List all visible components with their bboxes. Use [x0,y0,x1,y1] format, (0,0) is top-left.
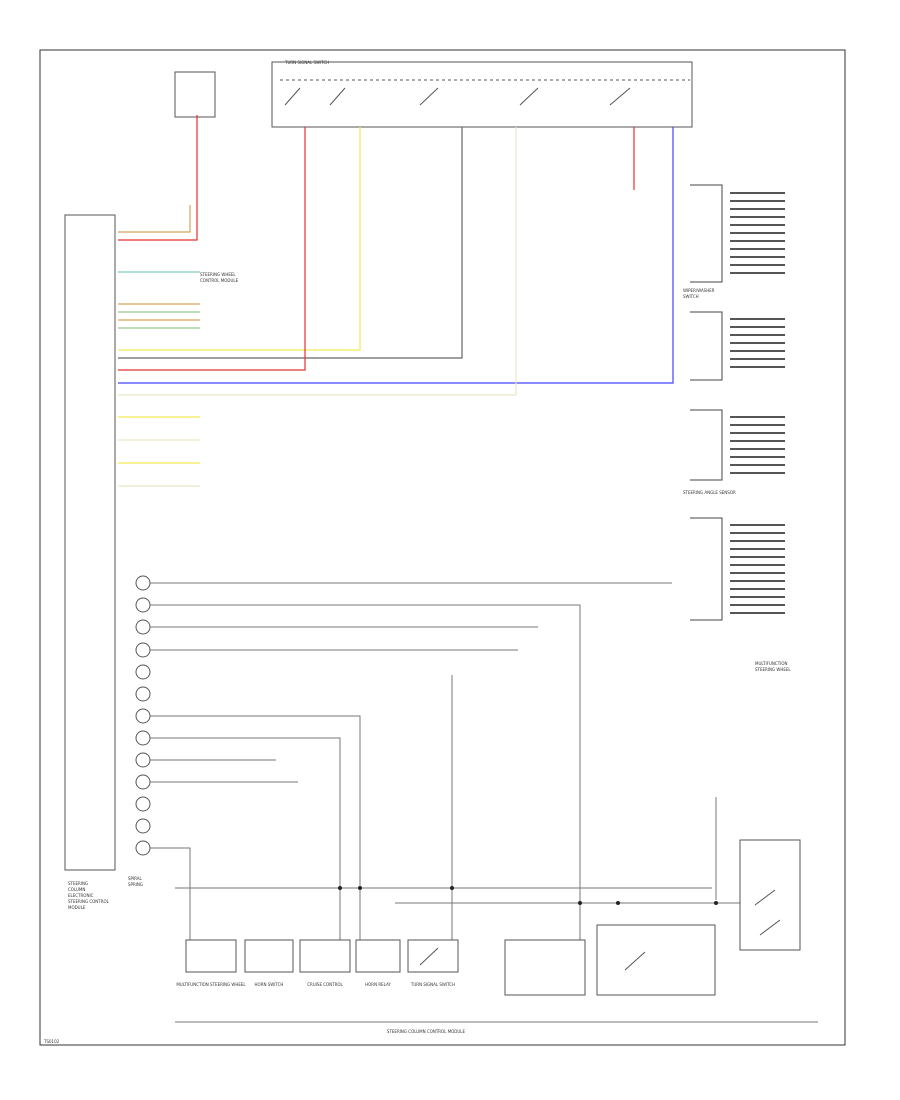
svg-text:CRUISE CONTROL: CRUISE CONTROL [307,982,343,987]
svg-text:STEERING: STEERING [68,881,88,886]
module-wires [118,115,674,487]
svg-text:SPRING: SPRING [128,882,143,887]
right-connector-blocks [690,184,723,621]
bottom-components [185,839,801,996]
right-captions: WIPER/WASHER SWITCH STEERING ANGLE SENSO… [683,288,791,672]
spiral-spring-pins [135,575,151,856]
spiral-spring-wires [150,582,717,940]
steering-column-module [64,214,116,871]
module-caption: STEERING COLUMN CONTROL MODULE [387,1029,466,1034]
svg-text:CONTROL MODULE: CONTROL MODULE [200,278,239,283]
top-switch-assembly [271,61,693,128]
svg-text:WIPER/WASHER: WIPER/WASHER [683,288,715,293]
svg-text:COLUMN: COLUMN [68,887,85,892]
ignition-switch-connector [174,71,216,118]
harness-labels: STEERING WHEEL CONTROL MODULE [200,272,239,283]
bus-junctions [338,886,718,905]
top-switch-contacts [280,79,690,106]
footer-code: TS0102 [43,1039,60,1044]
left-module-caption: STEERING COLUMN ELECTRONIC STEERING CONT… [68,881,110,910]
diagram-frame [39,49,846,1046]
svg-text:TURN SIGNAL SWITCH: TURN SIGNAL SWITCH [410,982,455,987]
bottom-bus [175,887,818,1023]
sensor-caption: SPIRAL SPRING [128,876,143,887]
bottom-component-captions: MULTIFUNCTION STEERING WHEEL HORN SWITCH… [176,982,455,987]
svg-text:MULTIFUNCTION: MULTIFUNCTION [755,661,787,666]
svg-text:STEERING CONTROL: STEERING CONTROL [68,899,110,904]
svg-text:HORN SWITCH: HORN SWITCH [255,982,284,987]
svg-text:MULTIFUNCTION STEERING WHEEL: MULTIFUNCTION STEERING WHEEL [176,982,246,987]
svg-text:HORN RELAY: HORN RELAY [365,982,391,987]
right-connector-pins [730,192,785,614]
svg-text:SPIRAL: SPIRAL [128,876,142,881]
svg-text:ELECTRONIC: ELECTRONIC [68,893,94,898]
svg-text:STEERING WHEEL: STEERING WHEEL [755,667,791,672]
svg-text:STEERING ANGLE SENSOR: STEERING ANGLE SENSOR [683,490,736,495]
svg-text:SWITCH: SWITCH [683,294,699,299]
bottom-switch-contacts [419,889,781,971]
svg-text:STEERING WHEEL: STEERING WHEEL [200,272,236,277]
svg-text:MODULE: MODULE [68,905,86,910]
switch-block-title: TURN SIGNAL SWITCH [284,60,329,65]
